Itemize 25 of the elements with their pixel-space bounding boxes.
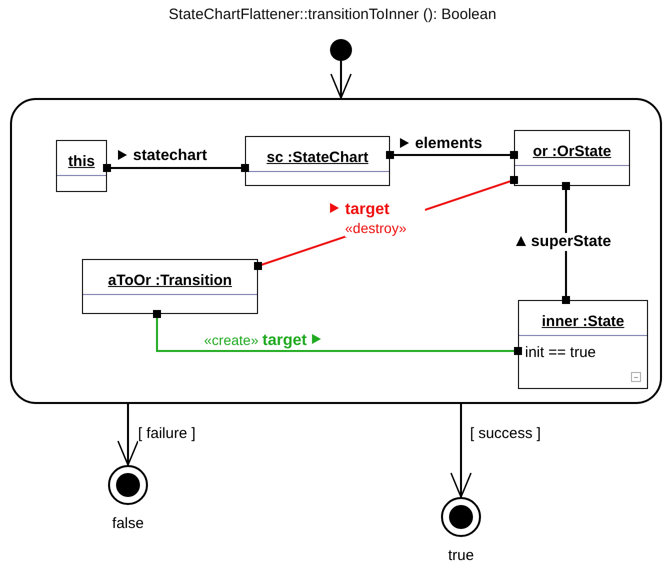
edge-label: superState	[531, 233, 612, 251]
guard-label: [ success ]	[470, 425, 541, 443]
object-name: this	[68, 153, 95, 170]
object-box	[245, 136, 390, 186]
guard-label: [ failure ]	[138, 425, 196, 443]
transition-arrow	[330, 61, 352, 99]
object-name: sc :StateChart	[266, 149, 368, 166]
object-name: or :OrState	[532, 143, 612, 160]
object-box	[56, 140, 107, 192]
attribute-constraint: init == true	[525, 344, 596, 361]
initial-state	[330, 39, 352, 61]
object-box	[82, 259, 258, 314]
link-line	[153, 310, 522, 355]
object-box	[518, 300, 648, 389]
object-name: aToOr :Transition	[108, 272, 232, 289]
transition-arrow	[450, 404, 472, 498]
object-box	[514, 130, 630, 186]
link-line	[103, 164, 249, 172]
activity-box	[10, 98, 662, 404]
state-label: false	[112, 515, 144, 532]
object-name: inner :State	[542, 313, 624, 330]
diagram-title: StateChartFlattener::transitionToInner (): Boolean	[168, 6, 498, 23]
transition-arrow	[117, 404, 139, 466]
link-line	[386, 151, 518, 159]
state-label: true	[448, 547, 474, 564]
